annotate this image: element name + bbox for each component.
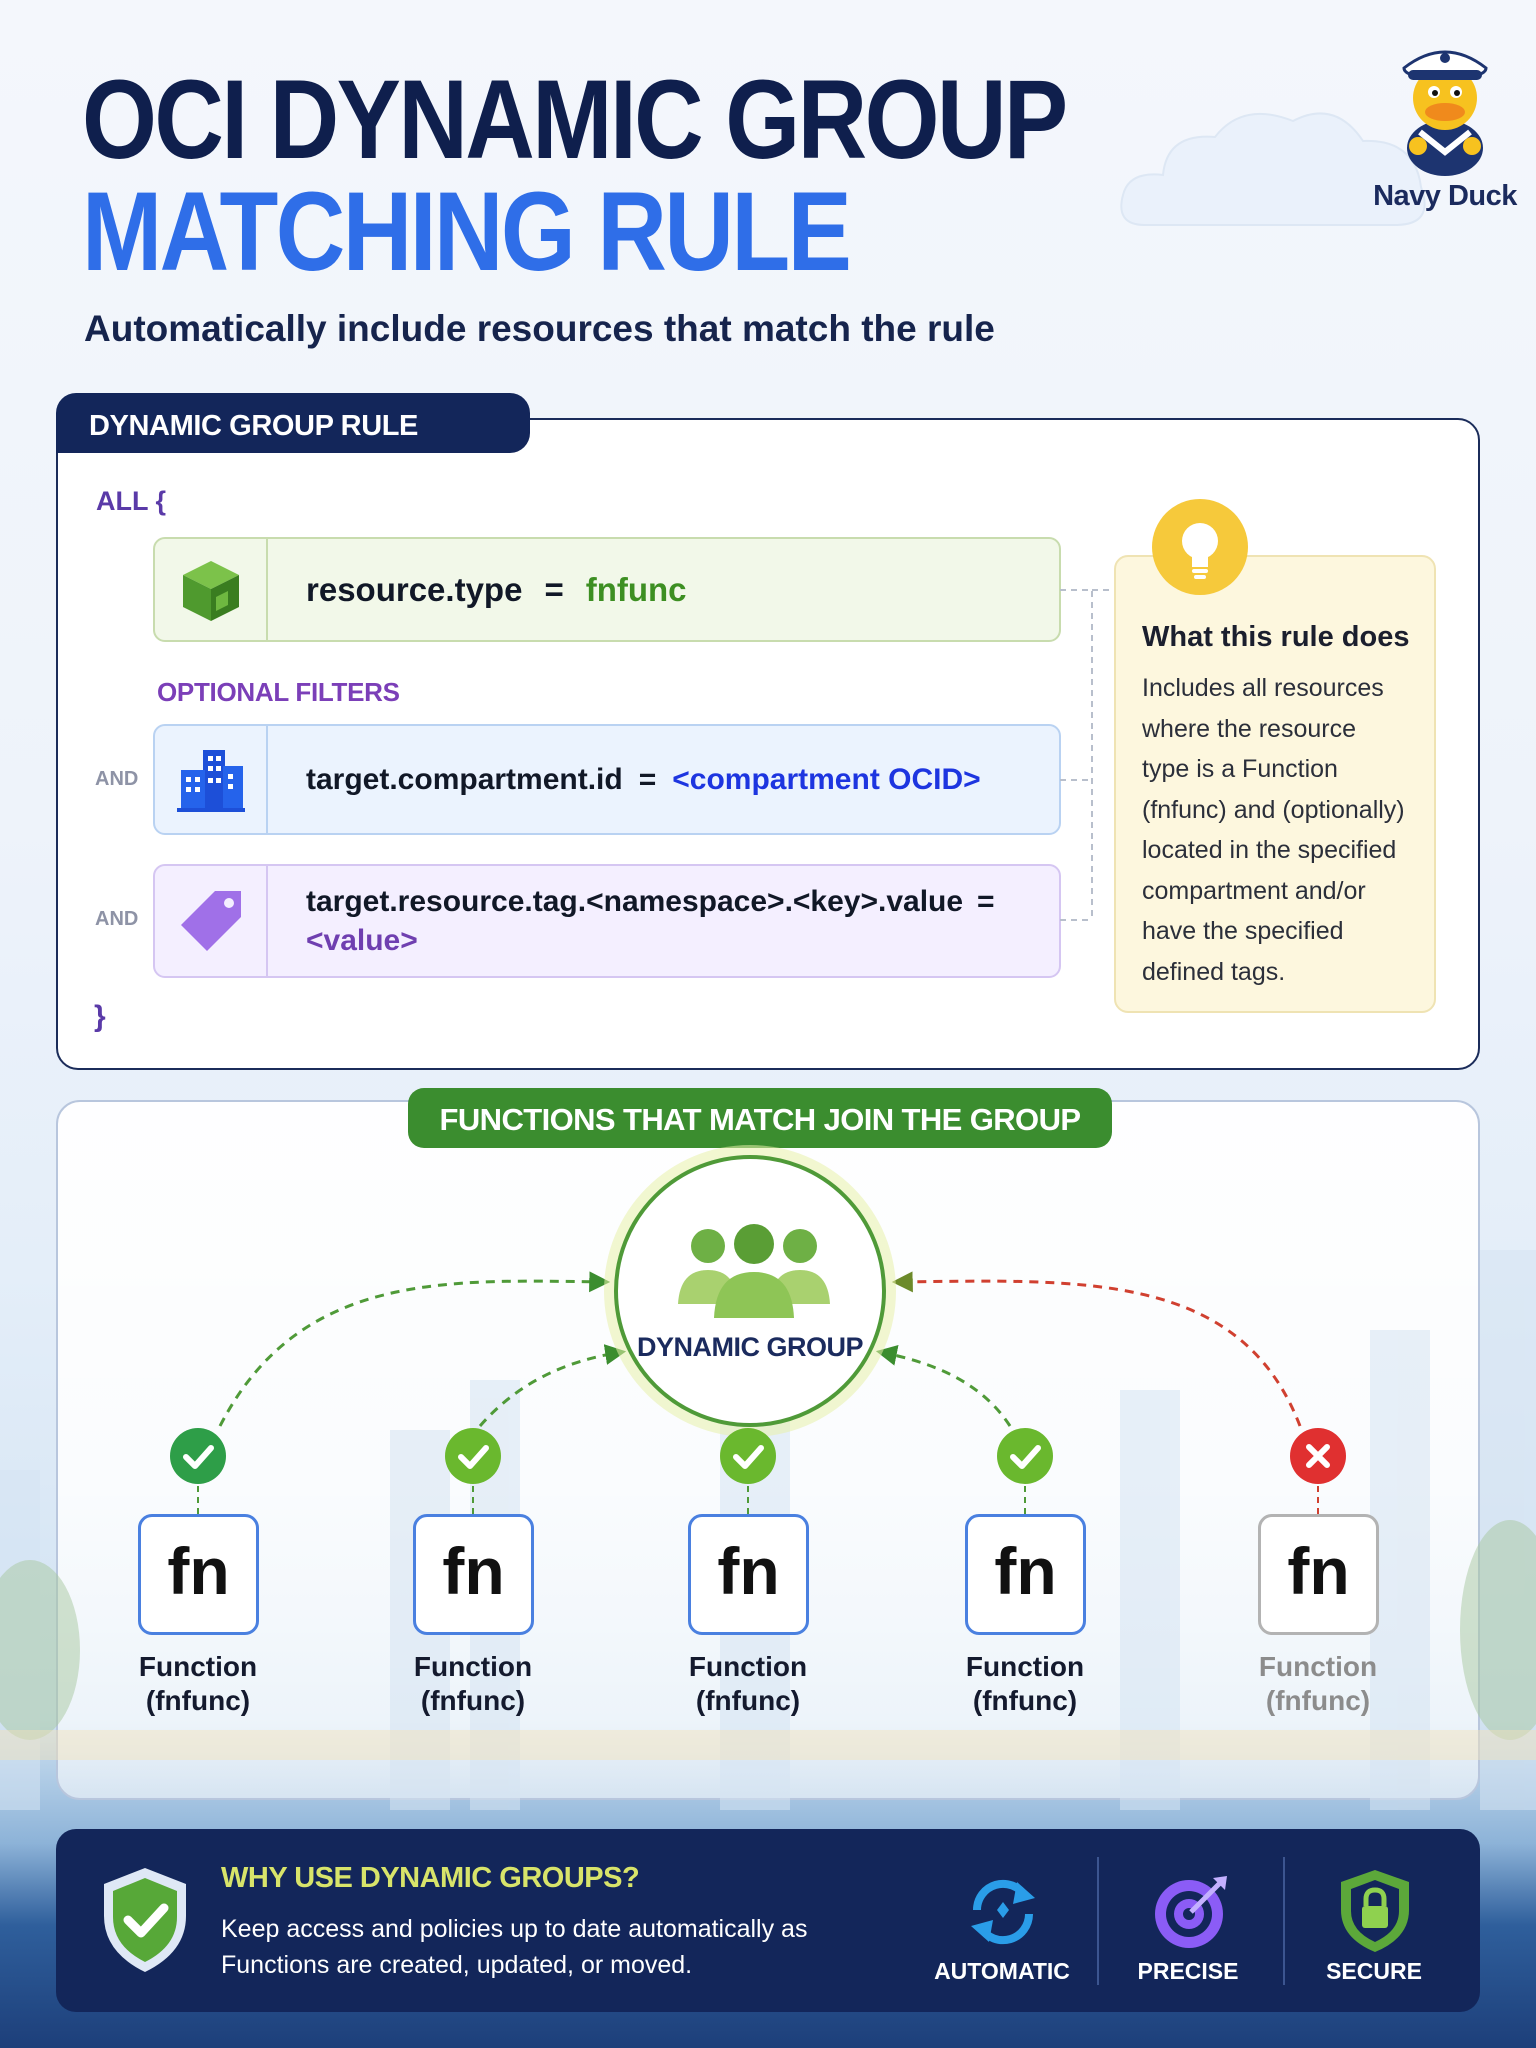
note-line: have the specified bbox=[1142, 917, 1344, 945]
function-label: Function(fnfunc) bbox=[373, 1650, 573, 1718]
note-line: compartment and/or bbox=[1142, 876, 1366, 905]
why-panel bbox=[56, 1829, 1480, 2012]
note-line: type is a Function bbox=[1142, 755, 1338, 783]
dynamic-group-node bbox=[614, 1155, 886, 1427]
rule-key: target.compartment.id bbox=[306, 762, 623, 796]
why-description: Keep access and policies up to date auto… bbox=[221, 1915, 808, 1979]
function-label: Function(fnfunc) bbox=[1218, 1650, 1418, 1718]
function-name: Function bbox=[965, 1651, 1085, 1682]
check-badge-icon bbox=[997, 1428, 1053, 1484]
function-label: Function(fnfunc) bbox=[648, 1650, 848, 1718]
badge-connector bbox=[1024, 1486, 1026, 1514]
function-name: Function bbox=[1258, 1651, 1378, 1682]
lightbulb-icon bbox=[1152, 499, 1248, 595]
rule-explanation-card: What this rule does Includes all resourc… bbox=[1114, 555, 1436, 1013]
navy-duck-mascot-icon bbox=[1402, 50, 1488, 176]
rule-close-keyword: } bbox=[94, 1000, 106, 1033]
check-badge-icon bbox=[170, 1428, 226, 1484]
note-line: where the resource bbox=[1142, 714, 1357, 743]
why-title: WHY USE DYNAMIC GROUPS? bbox=[221, 1862, 640, 1894]
badge-connector bbox=[747, 1486, 749, 1514]
note-connector bbox=[1060, 589, 1116, 921]
match-panel-tab: FUNCTIONS THAT MATCH JOIN THE GROUP bbox=[408, 1088, 1112, 1148]
rule-value: <value> bbox=[306, 924, 418, 957]
group-people-icon bbox=[678, 1224, 830, 1318]
function-label: Function(fnfunc) bbox=[925, 1650, 1125, 1718]
feature-label-precise: PRECISE bbox=[1137, 1958, 1239, 1984]
function-type: (fnfunc) bbox=[145, 1685, 251, 1716]
function-type: (fnfunc) bbox=[1265, 1685, 1371, 1716]
city-skyline-decoration bbox=[0, 1250, 1536, 1810]
cube-icon bbox=[155, 539, 268, 640]
feature-label-secure: SECURE bbox=[1326, 1958, 1422, 1984]
match-arrows bbox=[218, 1271, 1302, 1427]
function-type: (fnfunc) bbox=[420, 1685, 526, 1716]
buildings-icon bbox=[155, 726, 268, 833]
refresh-icon bbox=[971, 1879, 1035, 1945]
rule-operator: = bbox=[977, 885, 995, 918]
and-keyword: AND bbox=[95, 908, 139, 930]
rule-open-keyword: ALL { bbox=[96, 486, 167, 516]
tag-icon bbox=[155, 866, 268, 976]
function-name: Function bbox=[413, 1651, 533, 1682]
rule-key: target.resource.tag.<namespace>.<key>.va… bbox=[306, 885, 964, 918]
and-keyword: AND bbox=[95, 768, 139, 790]
optional-filters-label: OPTIONAL FILTERS bbox=[157, 677, 400, 707]
function-icon-box: fn bbox=[413, 1514, 534, 1635]
rule-operator: = bbox=[638, 762, 657, 796]
rule-row-tag: target.resource.tag.<namespace>.<key>.va… bbox=[153, 864, 1061, 978]
shield-check-icon bbox=[104, 1868, 186, 1972]
check-badge-icon bbox=[445, 1428, 501, 1484]
note-line: defined tags. bbox=[1142, 957, 1286, 986]
rule-value: <compartment OCID> bbox=[672, 762, 981, 796]
function-type: (fnfunc) bbox=[695, 1685, 801, 1716]
badge-connector bbox=[472, 1486, 474, 1514]
function-icon-box: fn bbox=[965, 1514, 1086, 1635]
lock-shield-icon bbox=[1341, 1870, 1409, 1952]
target-icon bbox=[1155, 1876, 1227, 1948]
function-name: Function bbox=[138, 1651, 258, 1682]
note-line: (fnfunc) and (optionally) bbox=[1142, 795, 1405, 824]
function-icon-box: fn bbox=[688, 1514, 809, 1635]
badge-connector bbox=[1317, 1486, 1319, 1514]
rule-row-resource-type: resource.type = fnfunc bbox=[153, 537, 1061, 642]
page-title-line1: OCI DYNAMIC GROUP bbox=[82, 57, 1068, 182]
reject-badge-icon bbox=[1290, 1428, 1346, 1484]
function-name: Function bbox=[688, 1651, 808, 1682]
rule-row-compartment: target.compartment.id = <compartment OCID> bbox=[153, 724, 1061, 835]
rule-operator: = bbox=[544, 570, 564, 608]
dynamic-group-label: DYNAMIC GROUP bbox=[636, 1332, 864, 1362]
cloud-decoration bbox=[1120, 112, 1426, 226]
function-icon-box: fn bbox=[138, 1514, 259, 1635]
rule-explanation-body: Includes all resources where the resourc… bbox=[1142, 668, 1412, 992]
page-subtitle: Automatically include resources that mat… bbox=[84, 308, 995, 349]
note-line: Includes all resources bbox=[1142, 674, 1384, 702]
rule-key: resource.type bbox=[306, 570, 523, 608]
function-type: (fnfunc) bbox=[972, 1685, 1078, 1716]
rule-panel-tab: DYNAMIC GROUP RULE bbox=[56, 393, 530, 453]
feature-divider bbox=[1283, 1857, 1285, 1985]
function-label: Function(fnfunc) bbox=[98, 1650, 298, 1718]
page-title-line2: MATCHING RULE bbox=[82, 169, 852, 294]
rule-value: fnfunc bbox=[585, 570, 687, 608]
brand-name: Navy Duck bbox=[1373, 180, 1517, 212]
note-line: located in the specified bbox=[1142, 836, 1397, 864]
function-icon-box: fn bbox=[1258, 1514, 1379, 1635]
badge-connector bbox=[197, 1486, 199, 1514]
feature-divider bbox=[1097, 1857, 1099, 1985]
rule-explanation-title: What this rule does bbox=[1142, 621, 1410, 653]
feature-label-automatic: AUTOMATIC bbox=[934, 1958, 1070, 1984]
check-badge-icon bbox=[720, 1428, 776, 1484]
